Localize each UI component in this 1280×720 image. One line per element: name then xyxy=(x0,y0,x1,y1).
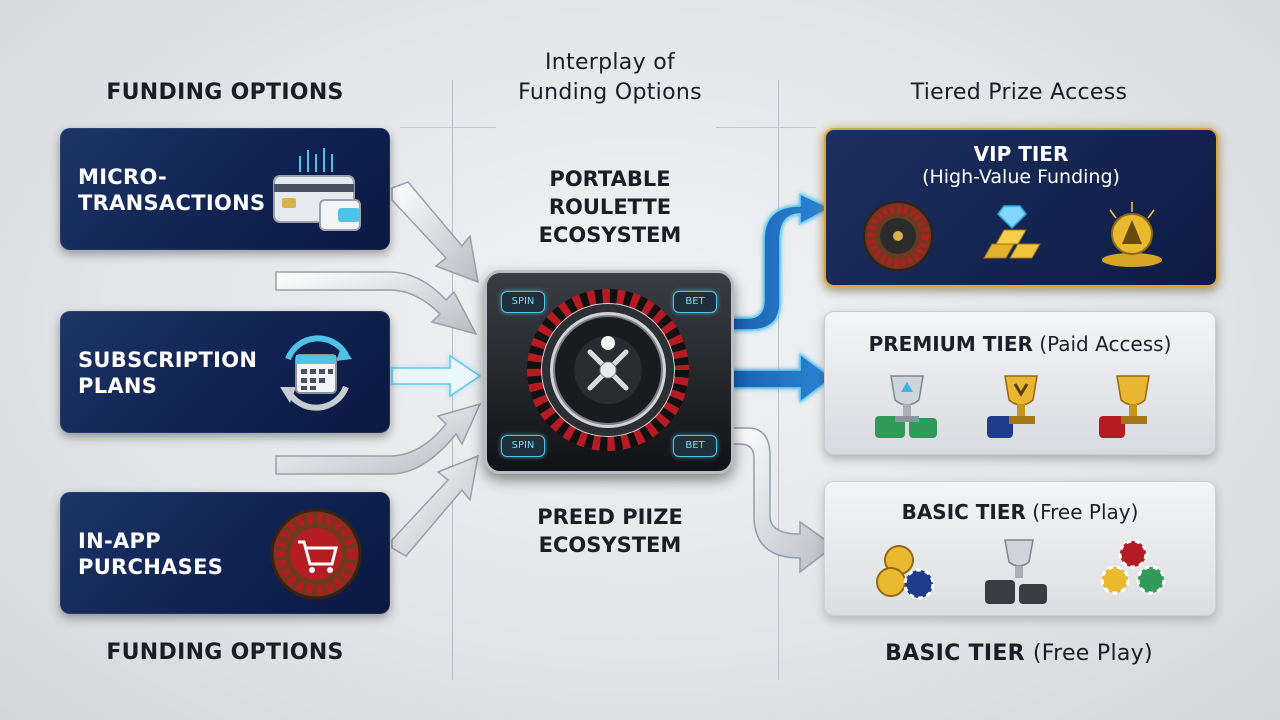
roulette-wheel-icon xyxy=(527,289,689,451)
device-spin-button-bottom[interactable]: SPIN xyxy=(501,435,545,457)
premium-tier-subtitle: (Paid Access) xyxy=(1039,332,1172,356)
rule-right xyxy=(716,127,816,128)
arrow-mid-lower xyxy=(275,402,482,475)
interplay-heading-line2: Funding Options xyxy=(518,80,702,105)
micro-label-1: MICRO- xyxy=(78,165,168,189)
micro-label-2: TRANSACTIONS xyxy=(78,191,266,215)
gold-trophy-chips-icon xyxy=(987,375,1038,438)
arrow-to-basic xyxy=(729,427,836,574)
premium-tier-card[interactable]: PREMIUM TIER (Paid Access) xyxy=(824,311,1216,455)
vip-tier-subtitle: (High-Value Funding) xyxy=(922,166,1120,188)
subscription-label-1: SUBSCRIPTION xyxy=(78,348,258,372)
gold-coins-emblem-icon xyxy=(1102,202,1162,267)
inapp-label-1: IN-APP xyxy=(78,529,161,553)
casino-chips-icon xyxy=(1100,539,1166,595)
device-bet-button-top[interactable]: BET xyxy=(673,291,717,313)
ecosystem-top-line1: PORTABLE xyxy=(549,167,671,191)
vip-tier-card[interactable]: VIP TIER (High-Value Funding) xyxy=(824,128,1218,287)
funding-card-micro[interactable]: MICRO- TRANSACTIONS xyxy=(60,128,390,250)
basic-tier-card[interactable]: BASIC TIER (Free Play) xyxy=(824,481,1216,616)
device-spin-button-top[interactable]: SPIN xyxy=(501,291,545,313)
funding-options-heading: FUNDING OPTIONS xyxy=(106,80,344,105)
premium-tier-heading: PREMIUM TIER (Paid Access) xyxy=(825,332,1215,356)
silver-trophy-chips-icon xyxy=(985,539,1047,604)
ecosystem-top-line3: ECOSYSTEM xyxy=(538,223,682,247)
funding-card-subscription[interactable]: SUBSCRIPTION PLANS xyxy=(60,311,390,433)
interplay-heading-line1: Interplay of xyxy=(544,50,675,75)
basic-tier-footer-title: BASIC TIER xyxy=(885,641,1025,666)
arrow-to-premium xyxy=(729,352,834,404)
basic-tier-footer-sub: (Free Play) xyxy=(1032,641,1153,666)
rule-left xyxy=(400,127,496,128)
funding-card-inapp[interactable]: IN-APP PURCHASES xyxy=(60,492,390,614)
credit-card-wallet-icon xyxy=(273,148,361,231)
ecosystem-bottom-line1: PREED PIIZE xyxy=(537,505,683,529)
vip-tier-title: VIP TIER xyxy=(973,142,1069,166)
roulette-device[interactable]: SPIN BET SPIN BET xyxy=(484,270,734,474)
basic-tier-title: BASIC TIER xyxy=(901,500,1026,524)
arrow-mid-upper xyxy=(275,271,478,336)
basic-tier-footer: BASIC TIER (Free Play) xyxy=(824,641,1214,666)
gold-bars-diamond-icon xyxy=(983,205,1041,259)
basic-tier-subtitle: (Free Play) xyxy=(1032,500,1139,524)
gold-trophy-red-chips-icon xyxy=(1099,375,1150,438)
arrow-inapp xyxy=(391,454,479,557)
premium-tier-title: PREMIUM TIER xyxy=(868,332,1033,356)
ecosystem-top-line2: ROULETTE xyxy=(548,195,672,219)
arrow-subscription xyxy=(391,354,482,398)
roulette-cart-icon xyxy=(270,508,362,600)
arrow-micro xyxy=(391,181,479,284)
calendar-renew-icon xyxy=(280,335,352,411)
inapp-label-2: PURCHASES xyxy=(78,555,224,579)
silver-trophy-chips-icon xyxy=(875,375,937,438)
gold-coins-chip-icon xyxy=(876,545,935,600)
subscription-label-2: PLANS xyxy=(78,374,158,398)
tiered-prize-heading: Tiered Prize Access xyxy=(910,80,1128,105)
roulette-wheel-prize-icon xyxy=(863,201,933,271)
device-bet-button-bottom[interactable]: BET xyxy=(673,435,717,457)
ecosystem-bottom-line2: ECOSYSTEM xyxy=(538,533,682,557)
basic-tier-heading: BASIC TIER (Free Play) xyxy=(825,500,1215,524)
arrow-to-vip xyxy=(729,192,832,331)
funding-options-footer: FUNDING OPTIONS xyxy=(106,640,344,665)
